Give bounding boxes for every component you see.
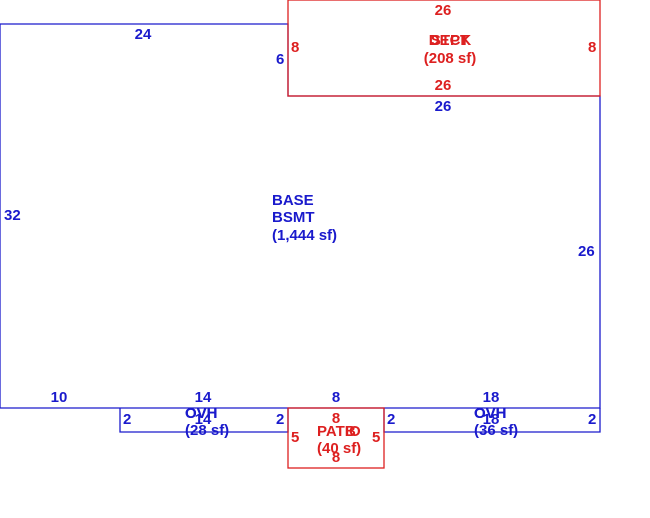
base-name-label: BASE [272, 192, 314, 209]
ovh-left-area-label: (28 sf) [185, 422, 229, 439]
base-sublabel: BSMT [272, 209, 315, 226]
ovh-right-label-a: OVH [474, 405, 507, 422]
patio-dim-right: 5 [372, 429, 380, 446]
base-dim-bottom-mid-left: 14 [195, 389, 212, 406]
base-dim-bottom-left: 10 [51, 389, 68, 406]
base-dim-step: 6 [276, 51, 284, 68]
ovh-right-area-label: (36 sf) [474, 422, 518, 439]
base-dim-left: 32 [4, 207, 21, 224]
ovh-right-dim-left: 2 [387, 411, 395, 428]
deck-dim-bottom: 26 [435, 77, 452, 94]
deck-label-a: DECK [429, 32, 472, 49]
deck-outline [287, 0, 601, 97]
patio-label-b: B [345, 423, 356, 440]
patio-label-a: PATIO [317, 423, 361, 440]
ovh-left-label-b: OVH [185, 405, 218, 422]
deck-label-b: STPT [431, 32, 469, 49]
base-area-label: (1,444 sf) [272, 227, 337, 244]
deck-dim-top: 26 [435, 2, 452, 19]
deck-dim-right: 8 [588, 39, 596, 56]
ovh-right-label-b: OVH [474, 405, 507, 422]
ovh-left-dim-bottom: 14 [195, 411, 212, 428]
patio-dim-left: 5 [291, 429, 299, 446]
deck-area-label: (208 sf) [424, 50, 477, 67]
ovh-left-label-a: OVH [185, 405, 218, 422]
patio-outline [287, 407, 385, 469]
base-dim-bottom-mid-right: 18 [483, 389, 500, 406]
base-dim-bottom-mid: 8 [332, 389, 340, 406]
ovh-left-dim-left: 2 [123, 411, 131, 428]
ovh-right-dim-bottom: 18 [483, 411, 500, 428]
base-dim-right: 26 [578, 243, 595, 260]
deck-dim-left: 8 [291, 39, 299, 56]
patio-dim-bottom: 8 [332, 449, 340, 466]
base-dim-top-left: 24 [135, 26, 152, 43]
patio-area-label: (40 sf) [317, 440, 361, 457]
ovh-left-dim-right: 2 [276, 411, 284, 428]
ovh-right-dim-right: 2 [588, 411, 596, 428]
base-dim-top-right: 26 [435, 98, 452, 115]
patio-dim-top: 8 [332, 410, 340, 427]
